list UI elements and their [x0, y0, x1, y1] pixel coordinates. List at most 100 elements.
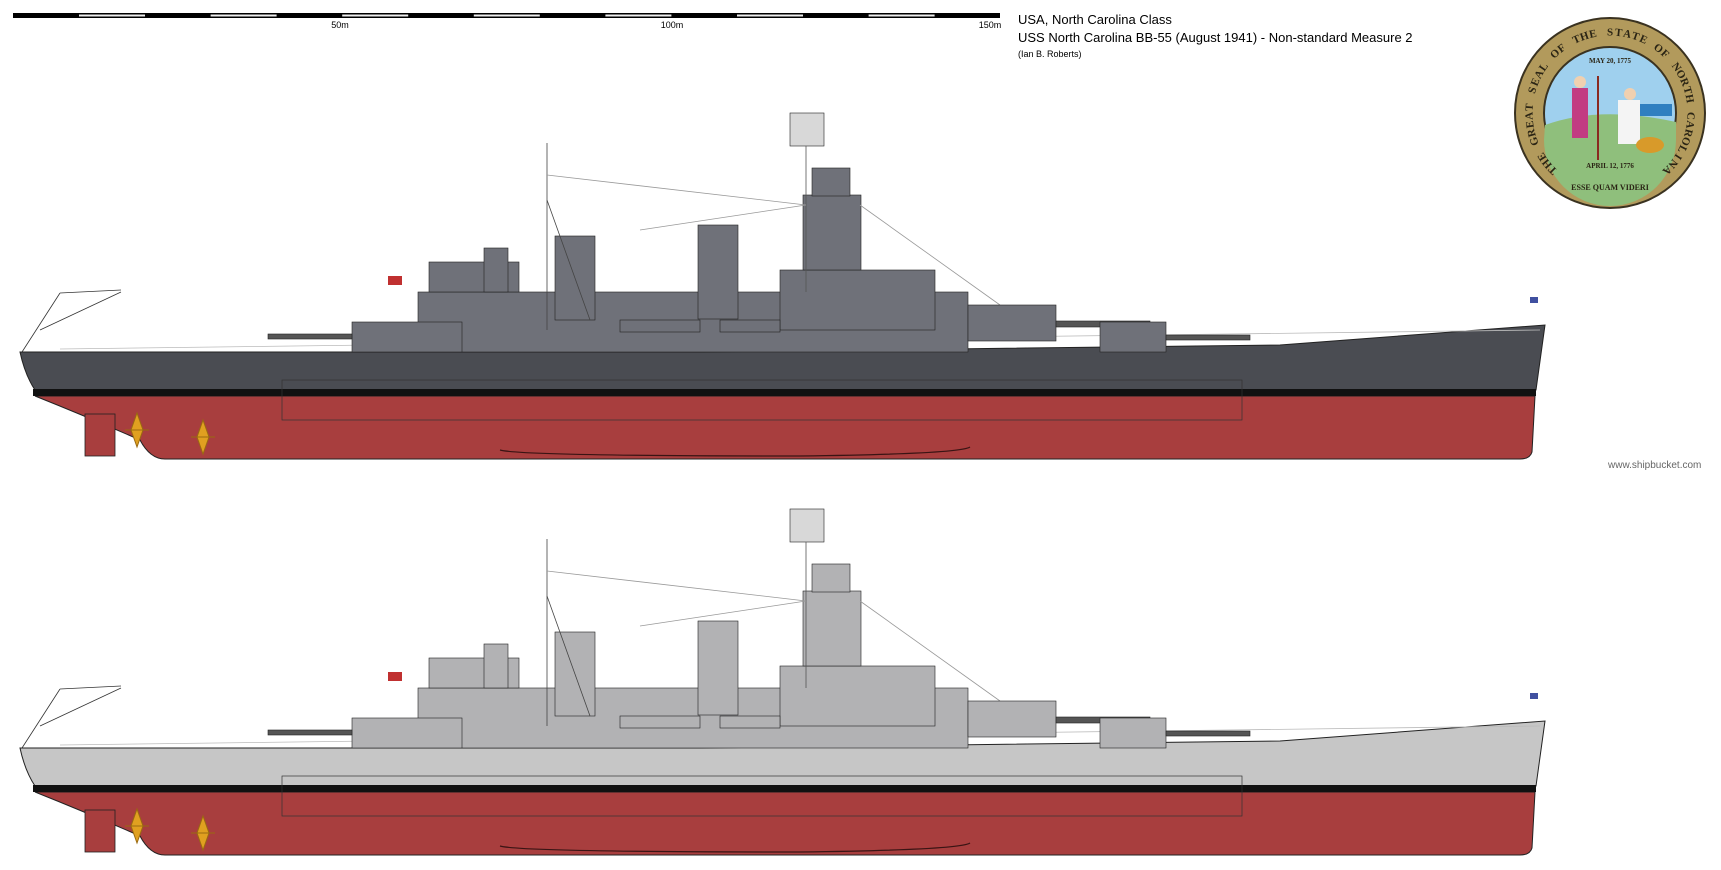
propeller — [191, 814, 215, 852]
lower-hull — [34, 395, 1536, 460]
stern-crane-boom — [59, 289, 122, 294]
crane-boom — [546, 595, 591, 717]
author-credit: (Ian B. Roberts) — [1018, 49, 1082, 59]
seal-ring-letter: A — [1683, 120, 1696, 130]
armor-belt-outline — [281, 775, 1243, 817]
stern-crane — [21, 688, 61, 749]
radar-antenna — [789, 112, 825, 147]
gun-barrel-aft — [267, 333, 353, 340]
forward-superstructure-base — [779, 269, 936, 331]
seal-ring-letter: H — [1579, 29, 1591, 43]
seal-ring-letter: T — [1680, 85, 1694, 96]
propeller — [191, 418, 215, 456]
seal-ring-letter: I — [1671, 152, 1683, 162]
bilge-keel — [499, 842, 971, 853]
rigging-line — [546, 570, 807, 602]
seal-ring-letter: T — [1630, 30, 1641, 44]
scale-label-50m: 50m — [331, 20, 349, 30]
scale-bar-segment — [605, 14, 672, 17]
aft-director-tower — [483, 247, 509, 293]
radar-antenna — [789, 508, 825, 543]
seal-figure-plenty — [1618, 100, 1640, 144]
seal-ring-letter: T — [1523, 103, 1536, 112]
upper-hull — [19, 720, 1546, 787]
ship-profile-bottom — [19, 508, 1546, 856]
propeller — [125, 411, 149, 449]
funnel-forward — [697, 224, 739, 320]
seal-ring-letter: C — [1684, 112, 1696, 120]
seal-ring-letter: E — [1529, 77, 1543, 88]
seal-ring-letter: A — [1622, 28, 1632, 41]
seal-ring-letter: H — [1682, 93, 1695, 104]
seal-ring-letter: S — [1607, 27, 1613, 39]
waterline-stripe — [33, 389, 1536, 396]
secondary-mount — [719, 715, 781, 729]
turret-b — [967, 700, 1057, 738]
turret-b — [967, 304, 1057, 342]
rigging-line — [859, 204, 1001, 306]
stern-crane-brace — [39, 687, 122, 727]
rigging-line — [639, 204, 807, 231]
seal-ring-letter: E — [1638, 33, 1650, 47]
rudder — [84, 413, 116, 457]
secondary-mount — [619, 715, 701, 729]
scale-bar — [13, 13, 1000, 18]
lower-hull — [34, 791, 1536, 856]
stern-crane-brace — [39, 291, 122, 331]
watermark: www.shipbucket.com — [1608, 460, 1702, 471]
seal-ring-letter: T — [1614, 27, 1623, 40]
rigging-line — [639, 600, 807, 627]
turret-a — [1099, 321, 1167, 353]
secondary-mount — [619, 319, 701, 333]
seal-ring-letter: R — [1525, 127, 1539, 139]
scale-label-100m: 100m — [660, 20, 684, 30]
seal-cornucopia — [1636, 137, 1664, 153]
bilge-keel — [499, 446, 971, 457]
gun-barrel-aft — [267, 729, 353, 736]
scale-bar-segment — [79, 14, 145, 17]
seal-ring-letter: E — [1588, 28, 1598, 41]
seal-ring-letter: S — [1526, 86, 1539, 95]
forward-superstructure-base — [779, 665, 936, 727]
turret-aft — [351, 321, 463, 353]
waterline-stripe — [33, 785, 1536, 792]
conning-tower — [802, 194, 862, 271]
class-title: USA, North Carolina Class — [1018, 12, 1172, 27]
seal-motto: ESSE QUAM VIDERI — [1571, 183, 1649, 192]
seal-ring-letter: A — [1523, 112, 1535, 120]
crane-boom — [546, 199, 591, 321]
stern-crane — [21, 292, 61, 353]
jack-flag — [1530, 297, 1538, 303]
armor-belt-outline — [281, 379, 1243, 421]
scale-bar-segment — [737, 14, 803, 17]
seal-figure-head — [1624, 88, 1636, 100]
fire-control-top — [811, 563, 851, 593]
seal-sea — [1632, 104, 1672, 116]
upper-hull — [19, 324, 1546, 391]
seal-ring-letter: L — [1675, 143, 1689, 155]
ensign-flag — [388, 276, 402, 285]
rudder — [84, 809, 116, 853]
scale-label-150m: 150m — [978, 20, 1002, 30]
seal-date-top: MAY 20, 1775 — [1589, 57, 1632, 65]
gun-barrel-a — [1165, 334, 1251, 341]
secondary-mount — [719, 319, 781, 333]
title-block: USA, North Carolina Class USS North Caro… — [1018, 11, 1413, 61]
turret-a — [1099, 717, 1167, 749]
seal-ring-letter: E — [1524, 120, 1537, 129]
rigging-line — [859, 600, 1001, 702]
aft-director-tower — [483, 643, 509, 689]
gun-barrel-a — [1165, 730, 1251, 737]
scale-bar-segment — [342, 14, 409, 17]
propeller — [125, 807, 149, 845]
scale-bar-segment — [473, 14, 540, 17]
seal-date-bottom: APRIL 12, 1776 — [1586, 162, 1634, 170]
ensign-flag — [388, 672, 402, 681]
scale-bar-segment — [210, 14, 277, 17]
ship-profile-top — [19, 112, 1546, 460]
scale-bar-segment — [868, 14, 935, 17]
stern-crane-boom — [59, 685, 122, 690]
